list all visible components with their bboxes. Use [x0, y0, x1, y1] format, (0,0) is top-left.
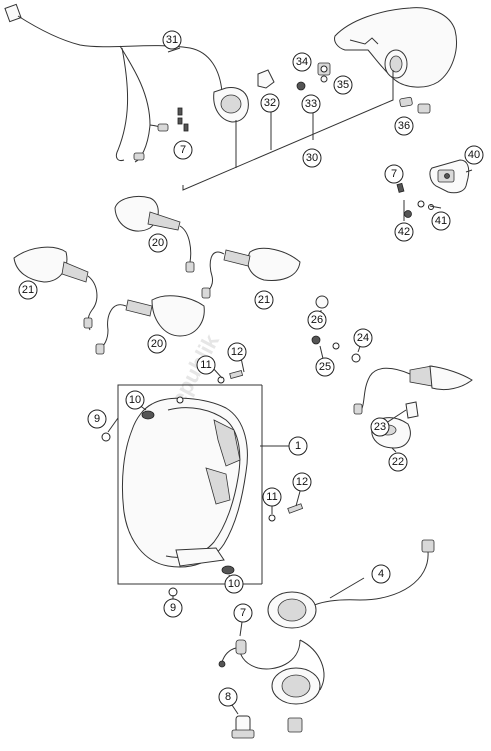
callout-label: 21 — [22, 284, 34, 296]
leader-bracket-30 — [182, 70, 394, 191]
callout-8: 8 — [218, 687, 238, 707]
callout-label: 36 — [398, 120, 410, 132]
small-screws — [177, 107, 189, 132]
callout-label: 35 — [337, 79, 349, 91]
callout-30: 30 — [302, 148, 322, 168]
callout-24: 24 — [353, 328, 373, 348]
callout-label: 4 — [378, 568, 384, 580]
callout-label: 20 — [152, 237, 164, 249]
callout-7-top: 7 — [173, 140, 193, 160]
callout-label: 12 — [296, 476, 308, 488]
callout-41: 41 — [431, 211, 451, 231]
callout-label: 9 — [94, 413, 100, 425]
bulb-holder-rings — [267, 591, 321, 705]
callout-label: 1 — [295, 440, 301, 452]
callout-label: 41 — [435, 215, 447, 227]
callout-25: 25 — [315, 357, 335, 377]
callout-label: 11 — [266, 491, 277, 503]
callout-20-lower: 20 — [147, 334, 167, 354]
callout-label: 32 — [264, 97, 276, 109]
callout-label: 21 — [258, 294, 270, 306]
rear-fender-section — [334, 7, 457, 88]
callout-label: 7 — [240, 607, 246, 619]
callout-label: 42 — [398, 226, 410, 238]
callout-23: 23 — [370, 417, 390, 437]
headlight-fasteners — [101, 370, 304, 597]
callout-11-lower: 11 — [262, 487, 282, 507]
callout-35: 35 — [333, 75, 353, 95]
callout-12-upper: 12 — [227, 342, 247, 362]
callout-4: 4 — [371, 564, 391, 584]
callout-7-right: 7 — [384, 164, 404, 184]
callout-22: 22 — [388, 452, 408, 472]
turn-signal-lower — [95, 295, 205, 355]
callout-label: 8 — [225, 691, 231, 703]
callout-9-lower: 9 — [163, 598, 183, 618]
turn-signal-left — [13, 246, 98, 331]
callout-33: 33 — [301, 94, 321, 114]
callout-34: 34 — [292, 52, 312, 72]
parking-bulb — [218, 639, 247, 668]
reflector-pads — [399, 96, 431, 114]
callout-label: 24 — [357, 332, 369, 344]
callout-31: 31 — [162, 30, 182, 50]
callout-label: 31 — [166, 34, 178, 46]
callout-label: 22 — [392, 456, 404, 468]
license-lamp-socket — [213, 69, 275, 123]
callout-label: 10 — [129, 394, 141, 406]
callout-label: 10 — [228, 578, 240, 590]
wiring-harness — [4, 3, 223, 163]
callout-10-lower: 10 — [224, 574, 244, 594]
callout-10-upper: 10 — [125, 390, 145, 410]
callout-label: 7 — [391, 168, 397, 180]
callout-label: 40 — [468, 149, 480, 161]
headlight-housing — [121, 396, 248, 568]
turn-signal-upper-right — [201, 247, 301, 299]
headlight-bulb — [231, 715, 303, 739]
callout-1: 1 — [288, 436, 308, 456]
callout-26: 26 — [307, 310, 327, 330]
mount-nuts — [311, 295, 361, 363]
callout-21-left: 21 — [18, 280, 38, 300]
callout-21-right: 21 — [254, 290, 274, 310]
callout-7-lower: 7 — [233, 603, 253, 623]
callout-label: 11 — [200, 359, 211, 371]
callout-label: 20 — [151, 338, 163, 350]
turn-signal-upper-left — [114, 195, 195, 273]
callout-32: 32 — [260, 93, 280, 113]
callout-label: 34 — [296, 56, 308, 68]
callout-11-upper: 11 — [196, 355, 216, 375]
callout-42: 42 — [394, 222, 414, 242]
headlight-frame-box — [117, 384, 263, 585]
turn-signal-right — [353, 365, 473, 449]
callout-20-upper: 20 — [148, 233, 168, 253]
callout-36: 36 — [394, 116, 414, 136]
callout-12-lower: 12 — [292, 472, 312, 492]
callout-label: 12 — [231, 346, 243, 358]
small-fasteners — [296, 62, 331, 91]
callout-label: 7 — [180, 144, 186, 156]
callout-label: 23 — [374, 421, 386, 433]
callout-label: 25 — [319, 361, 331, 373]
callout-40: 40 — [464, 145, 484, 165]
tail-light — [429, 159, 470, 194]
callout-label: 26 — [311, 314, 323, 326]
tail-light-screws — [396, 182, 434, 218]
callout-9-upper: 9 — [87, 409, 107, 429]
callout-label: 9 — [170, 602, 176, 614]
callout-label: 30 — [306, 152, 318, 164]
callout-label: 33 — [305, 98, 317, 110]
